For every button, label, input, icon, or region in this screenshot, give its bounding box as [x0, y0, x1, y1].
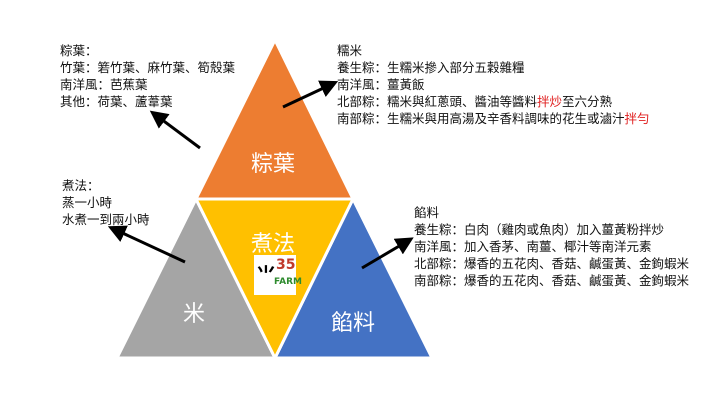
leaves-line: 竹葉：箬竹葉、麻竹葉、筍殼葉 — [60, 60, 236, 75]
segment-right-label: 餡料 — [331, 311, 376, 336]
leaves-line: 南洋風：芭蕉葉 — [60, 77, 148, 92]
cooking-note: 煮法： 蒸一小時 水煮一到兩小時 — [62, 177, 150, 228]
rice-line: 南部粽：生糯米與用高湯及辛香料調味的花生或滷汁拌勻 — [337, 110, 650, 127]
segment-left-label: 米 — [183, 302, 206, 327]
rice-title: 糯米 — [337, 43, 363, 58]
filling-note: 餡料 養生粽：白肉（雞肉或魚肉）加入薑黃粉拌炒 南洋風：加入香茅、南薑、椰汁等南… — [414, 204, 689, 289]
segment-center-label: 煮法 — [251, 232, 296, 257]
leaves-title: 粽葉： — [60, 43, 98, 58]
filling-line: 養生粽：白肉（雞肉或魚肉）加入薑黃粉拌炒 — [414, 222, 665, 237]
segment-top-label: 粽葉 — [251, 152, 296, 177]
farm-logo: ⺌ 35 FARM — [254, 255, 302, 295]
filling-title: 餡料 — [414, 205, 440, 220]
filling-line: 北部粽：爆香的五花肉、香菇、鹹蛋黃、金鉤蝦米 — [414, 256, 690, 271]
leaves-line: 其他：荷葉、蘆葦葉 — [60, 94, 173, 109]
cooking-title: 煮法： — [62, 178, 100, 193]
cooking-line: 水煮一到兩小時 — [62, 212, 150, 227]
rice-highlight: 拌炒 — [537, 94, 563, 109]
arrow-cooking — [107, 225, 186, 264]
rice-text: 南部粽：生糯米與用高湯及辛香料調味的花生或滷汁 — [337, 111, 625, 126]
logo-farm-text: FARM — [274, 277, 302, 287]
filling-line: 南部粽：爆香的五花肉、香菇、鹹蛋黃、金鉤蝦米 — [414, 273, 690, 288]
rice-text: 至六分熟 — [562, 94, 613, 109]
rice-line: 南洋風：薑黃飯 — [337, 77, 425, 92]
arrow-rice — [282, 80, 339, 109]
rice-highlight: 拌勻 — [624, 111, 650, 126]
leaves-note: 粽葉： 竹葉：箬竹葉、麻竹葉、筍殼葉 南洋風：芭蕉葉 其他：荷葉、蘆葦葉 — [60, 42, 235, 110]
rice-line: 北部粽：糯米與紅蔥頭、醬油等醬料拌炒至六分熟 — [337, 93, 650, 110]
filling-line: 南洋風：加入香茅、南薑、椰汁等南洋元素 — [414, 239, 652, 254]
rice-note: 糯米 養生粽：生糯米摻入部分五穀雜糧 南洋風：薑黃飯 北部粽：糯米與紅蔥頭、醬油… — [337, 42, 650, 127]
rice-line: 養生粽：生糯米摻入部分五穀雜糧 — [337, 60, 525, 75]
logo-number: 35 — [276, 257, 296, 273]
arrow-leaves — [149, 110, 201, 150]
cooking-line: 蒸一小時 — [62, 195, 113, 210]
rice-text: 北部粽：糯米與紅蔥頭、醬油等醬料 — [337, 94, 538, 109]
arrow-filling — [361, 237, 414, 270]
